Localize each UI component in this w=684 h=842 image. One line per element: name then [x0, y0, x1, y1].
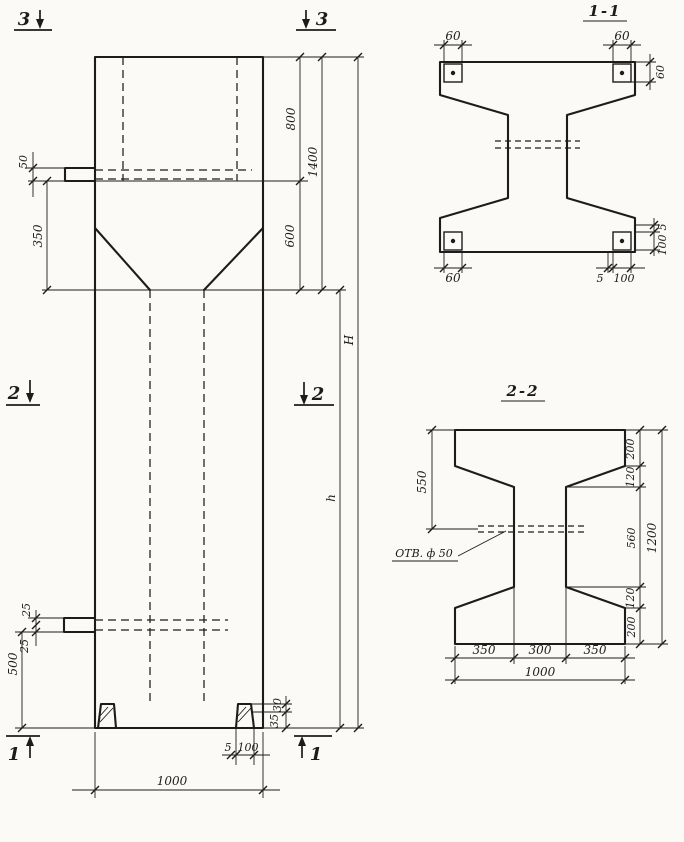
section-arrow-1-left	[26, 736, 34, 746]
elevation-dimension-ticks	[17, 52, 363, 795]
dim-overall-1400: 1400	[306, 146, 320, 177]
hole-note: ОТВ. ф 50	[395, 547, 453, 560]
foot-hatching	[98, 706, 252, 723]
section22-dimension-ticks	[427, 425, 667, 685]
anchor-plate-top-right	[612, 63, 632, 83]
dim-web-560: 560	[625, 528, 638, 549]
dim-bottom-350-left: 350	[473, 643, 496, 657]
dim-plate-bottom-5: 5	[597, 272, 604, 285]
dim-hole-25-upper: 25	[20, 603, 33, 618]
section11-outline	[438, 60, 637, 254]
mark-3-left: 3	[18, 9, 31, 30]
section-2-2-view: 2-2 550 200 120 560 120 200 1200 350 300…	[392, 382, 668, 685]
section22-dimension-lines	[392, 429, 668, 684]
dim-base-5: 5	[225, 741, 232, 754]
dim-foot-35: 35	[268, 714, 281, 728]
mark-1-right: 1	[310, 744, 323, 765]
dim-plate-right-100: 100	[656, 235, 669, 256]
dim-total-H: H	[342, 334, 356, 346]
mark-1-left: 1	[8, 744, 21, 765]
section22-hidden-hole	[478, 525, 588, 533]
anchor-dot-top-right	[619, 70, 625, 76]
mark-3-right: 3	[316, 9, 329, 30]
anchor-plates	[443, 63, 632, 251]
column-outline	[62, 55, 265, 730]
dim-base-100: 100	[238, 741, 259, 754]
section-mark-lines	[6, 10, 336, 758]
mark-2-right: 2	[311, 384, 325, 405]
dim-plate-bottom-100: 100	[614, 272, 635, 285]
dim-taper-bottom-120: 120	[624, 588, 637, 609]
dim-bottom-1000: 1000	[525, 665, 556, 679]
column-hidden-lines	[95, 57, 252, 702]
section22-label: 2-2	[505, 382, 539, 400]
dim-hole-25-lower: 25	[18, 639, 31, 654]
dim-left-550: 550	[415, 470, 429, 493]
dim-taper-350: 350	[31, 224, 45, 247]
section11-label: 1-1	[588, 2, 621, 20]
section11-dimension-ticks	[439, 40, 659, 273]
dim-top-800: 800	[284, 107, 298, 130]
section22-outline	[453, 428, 627, 646]
dim-flange-bottom-200: 200	[625, 617, 638, 639]
section-arrow-2-left	[26, 393, 34, 403]
dim-plate-right-5: 5	[656, 224, 669, 231]
dim-bottom-300: 300	[529, 643, 552, 657]
dim-width-1000: 1000	[157, 774, 188, 788]
anchor-plate-bottom-left	[443, 231, 463, 251]
dim-plate-top-left-60: 60	[445, 29, 461, 43]
dim-flange-top-200: 200	[624, 439, 637, 461]
section11-dimension-lines	[434, 40, 660, 273]
dim-plate-top-right-60: 60	[614, 29, 630, 43]
section-arrow-1-right	[298, 736, 306, 746]
anchor-plate-bottom-right	[612, 231, 632, 251]
anchor-dot-bottom-right	[619, 238, 625, 244]
dim-taper-top-120: 120	[624, 467, 637, 488]
anchor-dot-top-left	[450, 70, 456, 76]
section-arrow-2-right	[300, 395, 308, 405]
dim-bottom-350-right: 350	[584, 643, 607, 657]
section-marks: 3 3 2 2 1 1	[6, 9, 336, 765]
dim-console-50: 50	[17, 155, 30, 169]
section-1-1-view: 1-1 60 60 60 60 5 100 5 100	[434, 2, 669, 285]
dim-foot-30: 30	[271, 698, 284, 712]
mark-2-left: 2	[7, 383, 21, 404]
dim-plate-corner-60: 60	[654, 65, 667, 79]
section-arrow-3-right	[302, 19, 310, 29]
dim-taper-600: 600	[283, 224, 297, 247]
section-arrow-3-left	[36, 19, 44, 29]
section11-hidden-hole	[495, 140, 580, 149]
dim-bottom-500: 500	[6, 652, 20, 675]
elevation-view: 3 3 2 2 1 1 50 350 800 1400 600 H h 25 2…	[6, 9, 364, 798]
dim-height-1200: 1200	[645, 522, 659, 553]
anchor-plate-top-left	[443, 63, 463, 83]
dim-lower-h: h	[324, 494, 338, 502]
anchor-dot-bottom-left	[450, 238, 456, 244]
dim-plate-bottom-left-60: 60	[445, 271, 461, 285]
